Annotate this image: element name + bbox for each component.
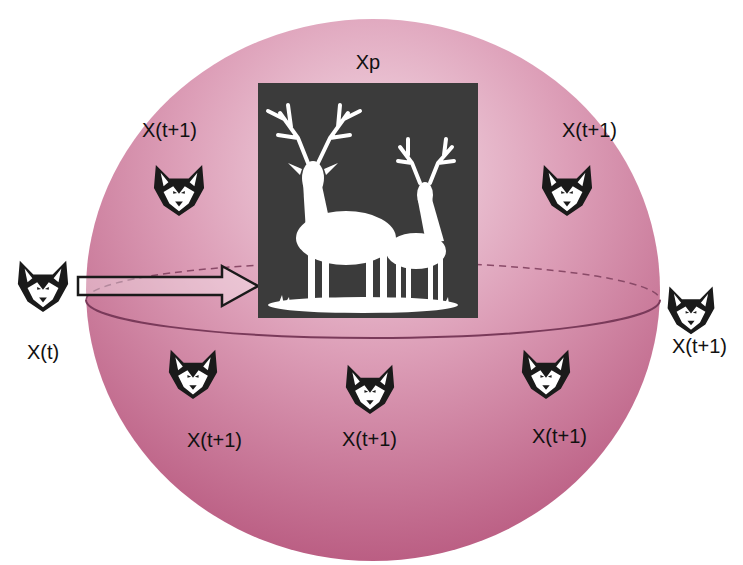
wolf-label: X(t) xyxy=(12,340,74,364)
prey-box: Xp xyxy=(258,50,478,318)
prey-label: Xp xyxy=(258,50,478,74)
block-arrow xyxy=(78,266,258,306)
deer-illustration xyxy=(258,83,478,318)
wolf-node: X(t) xyxy=(12,258,74,364)
wolf-position-label: X(t+1) xyxy=(342,427,397,451)
wolf-position-label: X(t+1) xyxy=(562,118,617,142)
wolf-icon xyxy=(14,258,72,314)
wolf-position-label: X(t+1) xyxy=(187,428,242,452)
wolf-position-label: X(t+1) xyxy=(532,424,587,448)
wolf-position-label: X(t+1) xyxy=(142,118,197,142)
wolf-position-label: X(t+1) xyxy=(672,334,727,358)
